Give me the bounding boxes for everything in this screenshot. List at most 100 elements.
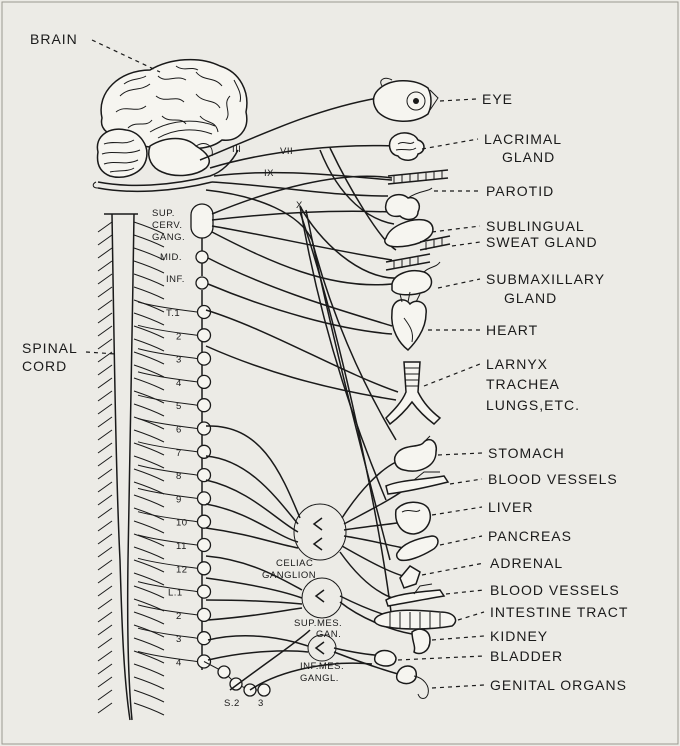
organ-leader-kidney (431, 635, 485, 641)
organ-label-larnyx: LARNYX TRACHEA LUNGS,ETC. (423, 356, 580, 413)
organ-label-kidney: KIDNEY (431, 628, 547, 644)
chain-ganglion-5 (196, 421, 212, 436)
nerve-pathways (199, 97, 413, 691)
liver-organ (394, 501, 432, 535)
organ-label-sublingual-line0: SUBLINGUAL (486, 218, 585, 234)
organ-label-submaxillary-line0: SUBMAXILLARY (486, 271, 605, 287)
eye-organ (372, 77, 439, 122)
organ-label-blood1-line0: BLOOD VESSELS (488, 471, 618, 487)
organ-label-sweat: SWEAT GLAND (451, 234, 598, 250)
organ-label-blood2-line0: BLOOD VESSELS (490, 582, 620, 598)
pancreas-organ (395, 535, 439, 562)
bladder-organ (373, 649, 397, 667)
sweat-gland-organ (385, 235, 451, 271)
organ-label-blood1: BLOOD VESSELS (449, 471, 618, 487)
organ-leader-intestine (457, 611, 485, 621)
spinal-cord-leader-line (85, 351, 117, 355)
mid-cerv-gang-label: MID. (160, 252, 182, 263)
organ-label-intestine-line0: INTESTINE TRACT (490, 604, 628, 620)
heart-organ (391, 291, 427, 351)
parotid-duct (387, 169, 449, 185)
inf-mes-gangl-label-2: GANGL. (300, 673, 339, 684)
brain-label: BRAIN (30, 31, 78, 47)
segment-label-3: 4 (176, 378, 182, 389)
organ-label-larnyx-line1: TRACHEA (486, 376, 560, 392)
organ-leader-stomach (437, 452, 483, 456)
sup-cerv-gang-label-3: GANG. (152, 232, 185, 243)
inf-cerv-gang-label: INF. (166, 274, 185, 285)
chain-ganglion-0 (196, 304, 212, 320)
brain-illustration (92, 58, 248, 193)
organ-leader-submaxillary (437, 278, 481, 289)
sup-mes-gan-label-2: GAN. (316, 629, 341, 640)
sublingual-organ (384, 218, 434, 248)
chain-ganglion-12 (196, 584, 212, 599)
segment-label-6: 7 (176, 448, 182, 459)
organ-label-larnyx-line0: LARNYX (486, 356, 548, 372)
segment-label-7: 8 (176, 471, 182, 482)
organ-label-stomach: STOMACH (437, 445, 564, 461)
organ-label-pancreas: PANCREAS (439, 528, 571, 546)
organ-leader-pancreas (439, 535, 483, 546)
segment-label-8: 9 (176, 494, 182, 505)
chain-ganglia (137, 301, 212, 669)
chain-ganglion-4 (196, 398, 212, 413)
spinal-cord-label-line1: SPINAL (22, 340, 78, 356)
chain-ganglion-14 (196, 631, 212, 646)
organ-label-eye-line0: EYE (482, 91, 513, 107)
organ-leader-sublingual (431, 225, 481, 233)
organ-illustrations (372, 77, 457, 699)
cranial-nerve-x-label: X (296, 200, 303, 211)
organ-leader-genital (431, 684, 485, 689)
organ-label-parotid: PAROTID (434, 183, 554, 199)
organ-label-bladder: BLADDER (397, 648, 563, 664)
spinal-nerve-roots (97, 221, 165, 716)
spinal-cord-label-line2: CORD (22, 358, 67, 374)
submaxillary-organ (391, 270, 433, 296)
organ-label-larnyx-line2: LUNGS,ETC. (486, 397, 580, 413)
inferior-cervical-ganglion (195, 276, 209, 290)
organ-label-blood2: BLOOD VESSELS (445, 582, 620, 598)
organ-leader-larnyx (423, 363, 481, 387)
organ-label-lacrimal-line1: GLAND (502, 149, 555, 165)
chain-ganglion-7 (196, 467, 212, 483)
sacral-ganglion-3 (257, 683, 271, 697)
organ-label-liver: LIVER (431, 499, 532, 516)
cranial-nerve-ix-label: IX (264, 168, 274, 179)
organ-leader-eye (439, 98, 477, 102)
spinal-cord (97, 213, 165, 721)
organ-label-adrenal-line0: ADRENAL (490, 555, 563, 571)
organ-label-sweat-line0: SWEAT GLAND (486, 234, 598, 250)
chain-ganglion-1 (196, 328, 212, 343)
genital-organ (395, 665, 429, 699)
chain-ganglion-13 (196, 607, 212, 623)
sup-cerv-gang-label-2: CERV. (152, 220, 183, 231)
segment-label-0: T.1 (166, 308, 180, 319)
inf-mes-gangl-label-1: INF.MES. (300, 661, 344, 672)
sacral-label-s2: S.2 (224, 698, 240, 709)
organ-leader-sweat (451, 241, 481, 247)
kidney-organ (411, 628, 431, 655)
segment-label-2: 3 (176, 355, 182, 366)
chain-ganglion-6 (196, 444, 212, 459)
celiac-ganglion-label-2: GANGLION (262, 570, 316, 581)
organ-label-bladder-line0: BLADDER (490, 648, 563, 664)
organ-label-adrenal: ADRENAL (421, 555, 563, 576)
sacral-ganglia (203, 661, 271, 697)
organ-label-parotid-line0: PAROTID (486, 183, 554, 199)
organ-label-eye: EYE (439, 91, 513, 107)
organ-leader-bladder (397, 655, 485, 661)
sacral-label-3: 3 (258, 698, 264, 709)
organ-leader-liver (431, 506, 483, 516)
segment-label-11: 12 (176, 564, 188, 575)
celiac-ganglion-ring (293, 503, 347, 561)
organ-label-genital: GENITAL ORGANS (431, 677, 626, 693)
chain-ganglion-3 (196, 374, 212, 390)
segment-label-15: 4 (176, 658, 182, 669)
adrenal-organ (399, 565, 421, 589)
middle-cervical-ganglion (195, 250, 209, 264)
sup-cerv-gang-label-1: SUP. (152, 208, 175, 219)
segment-label-9: 10 (176, 518, 188, 529)
